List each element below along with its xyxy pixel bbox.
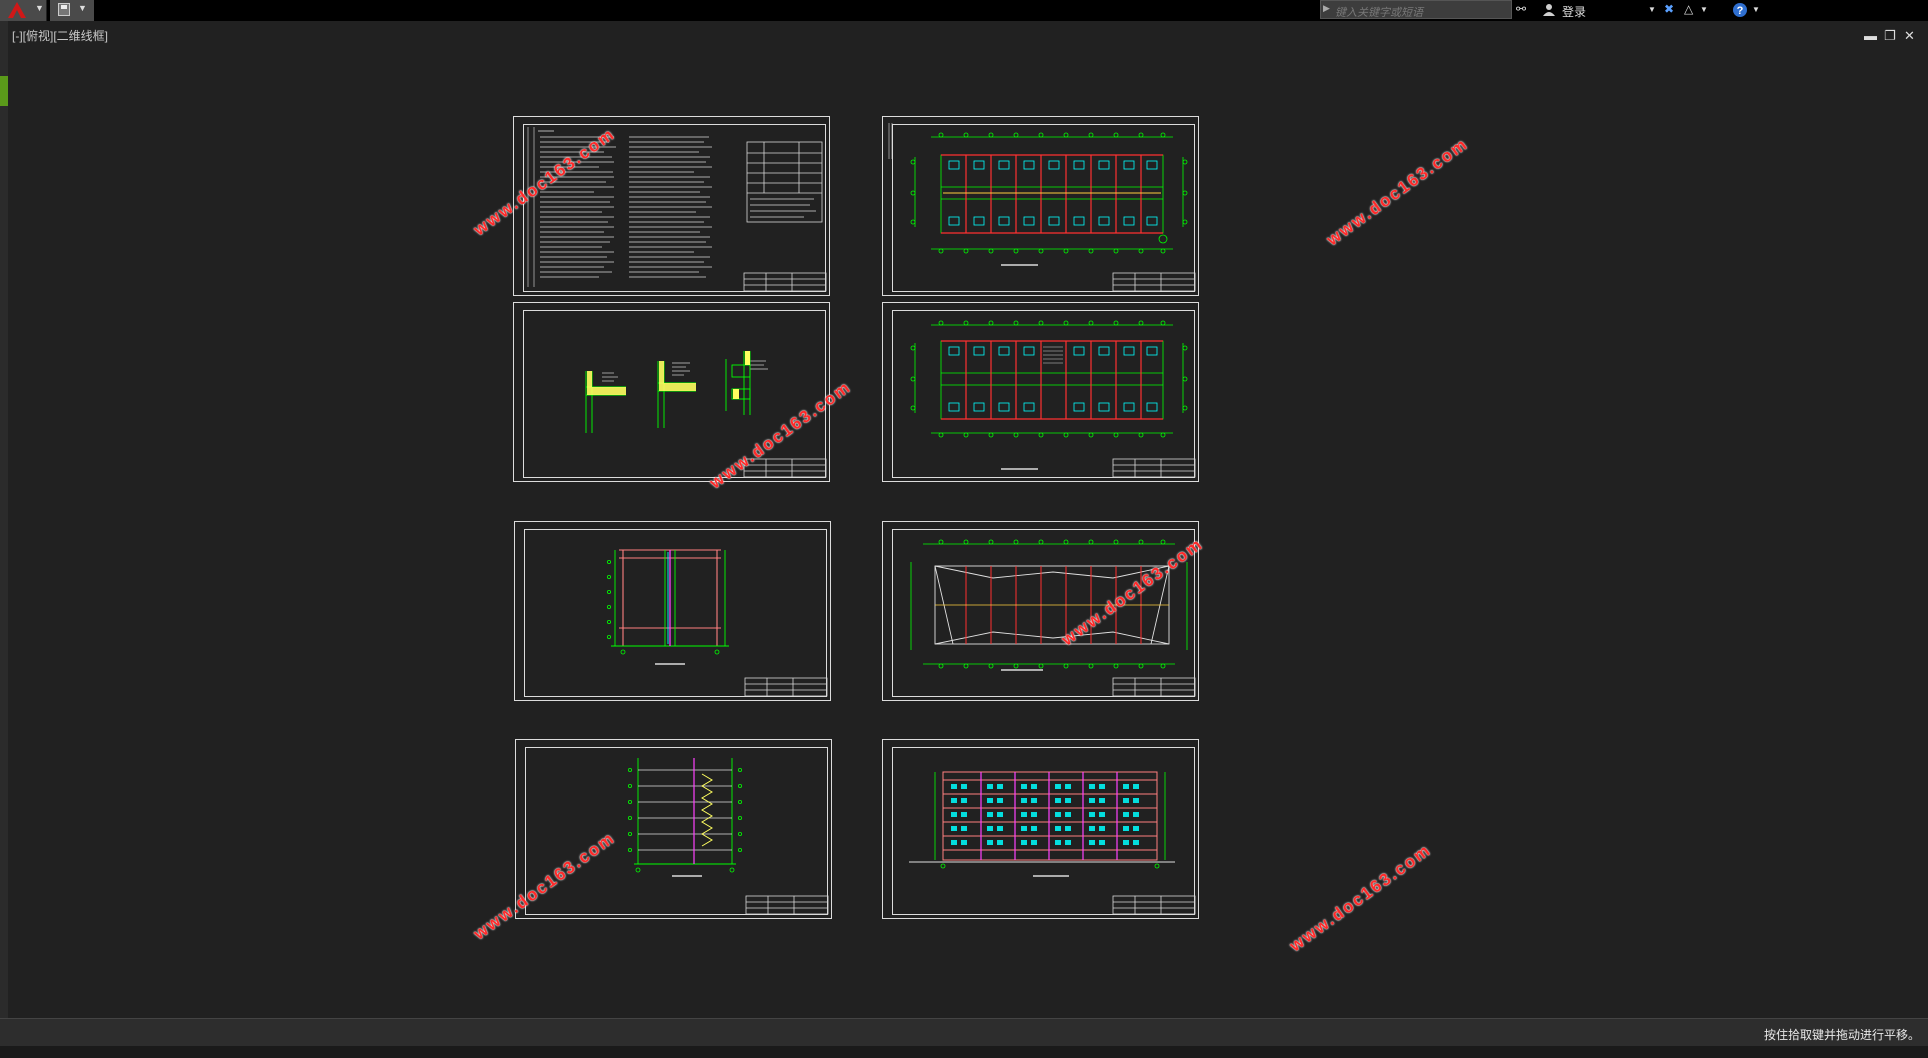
drawing-sheet-roof-plan[interactable] [882, 521, 1199, 701]
drawing-sheet-floor-plan-2[interactable] [882, 302, 1199, 482]
viewport-label[interactable]: [-][俯视][二维线框] [12, 29, 109, 43]
drawing-sheet-design-notes[interactable] [513, 116, 830, 296]
exchange-icon[interactable]: ✖ [1664, 2, 1675, 16]
top-toolbar: ▼ ▼ ▶ 键入关键字或短语 ⚯ 登录 ▼ ✖ △ ▼ ? ▼ [0, 0, 1928, 21]
chevron-down-icon[interactable]: ▼ [78, 3, 87, 13]
autocad-logo-icon [8, 2, 26, 18]
drawing-sheet-floor-plan-1[interactable] [882, 116, 1199, 296]
roof-plan-drawing [910, 539, 1196, 697]
notes-drawing [527, 127, 827, 292]
binoculars-icon[interactable]: ⚯ [1516, 2, 1527, 16]
drawing-sheet-wall-details[interactable] [513, 302, 830, 482]
bottom-strip [0, 1046, 1928, 1058]
drawing-canvas[interactable]: www.doc163.com www.doc163.com www.doc163… [8, 42, 1928, 1018]
panel-tab[interactable] [0, 76, 8, 106]
watermark: www.doc163.com [1286, 840, 1435, 956]
login-button[interactable]: 登录 [1562, 5, 1587, 19]
search-input[interactable]: 键入关键字或短语 [1335, 7, 1423, 19]
floor-plan-drawing [910, 320, 1196, 478]
chevron-down-icon[interactable]: ▼ [1752, 5, 1760, 14]
search-box[interactable]: ▶ 键入关键字或短语 [1320, 0, 1512, 19]
details-drawing [585, 351, 827, 478]
chevron-down-icon[interactable]: ▼ [1700, 5, 1708, 14]
drawing-sheet-elevation[interactable] [882, 739, 1199, 919]
left-panel-edge [0, 21, 8, 1031]
svg-text:?: ? [1737, 5, 1744, 17]
floor-plan-drawing [888, 123, 1196, 292]
elevation-drawing [909, 771, 1196, 915]
minimize-icon[interactable]: ▬ [1864, 28, 1877, 43]
drawing-sheet-stair-section[interactable] [515, 739, 832, 919]
restore-icon[interactable]: ❐ [1884, 28, 1896, 43]
autodesk-app-icon[interactable]: △ [1684, 2, 1694, 16]
watermark: www.doc163.com [1323, 134, 1472, 250]
stair-section-drawing [628, 758, 829, 915]
drawing-sheet-section[interactable] [514, 521, 831, 701]
save-icon[interactable] [58, 3, 70, 16]
help-icon[interactable]: ? [1732, 2, 1748, 18]
chevron-down-icon: ▼ [35, 3, 44, 13]
status-message: 按住拾取键并拖动进行平移。 [1763, 1028, 1920, 1042]
user-icon[interactable] [1542, 3, 1556, 17]
expand-icon[interactable]: ▶ [1323, 3, 1330, 13]
application-menu-button[interactable]: ▼ [0, 0, 47, 21]
chevron-down-icon[interactable]: ▼ [1648, 5, 1656, 14]
close-icon[interactable]: ✕ [1904, 28, 1915, 43]
status-bar: 按住拾取键并拖动进行平移。 [0, 1018, 1928, 1046]
section-drawing [607, 549, 828, 697]
quick-access-toolbar[interactable]: ▼ [50, 0, 94, 21]
